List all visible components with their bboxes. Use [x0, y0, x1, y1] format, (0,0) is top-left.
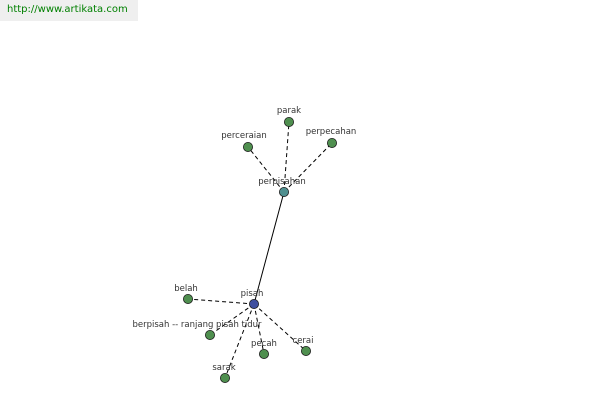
node-cerai[interactable] — [300, 345, 311, 356]
edge-pisah-cerai — [253, 303, 307, 352]
edge-perpisahan-perceraian — [247, 146, 285, 193]
url-banner[interactable]: http://www.artikata.com — [0, 0, 138, 21]
edge-pisah-belah — [187, 298, 255, 305]
edge-pisah-berpisah — [209, 303, 255, 336]
edge-perpisahan-perpecahan — [283, 142, 333, 193]
edge-pisah-perpisahan — [253, 191, 285, 305]
node-label-pisah: pisah — [241, 289, 264, 299]
node-label-berpisah: berpisah -- ranjang pisah tidur — [132, 320, 262, 330]
node-pecah[interactable] — [258, 348, 269, 359]
edge-perpisahan-parak — [283, 121, 290, 193]
edge-pisah-pecah — [253, 303, 265, 355]
node-label-perpisahan: perpisahan — [258, 177, 306, 187]
node-parak[interactable] — [283, 117, 294, 128]
node-perpecahan[interactable] — [326, 137, 337, 148]
node-sarak[interactable] — [219, 372, 230, 383]
labels-layer: parak perceraian perpecahan perpisahan belah… — [132, 106, 356, 373]
node-perpisahan[interactable] — [278, 186, 289, 197]
node-belah[interactable] — [182, 293, 193, 304]
node-perceraian[interactable] — [242, 141, 253, 152]
node-berpisah[interactable] — [204, 329, 215, 340]
node-label-cerai: cerai — [293, 336, 314, 346]
nodes-layer — [182, 117, 337, 383]
node-label-parak: parak — [277, 106, 301, 116]
edges-layer — [187, 121, 333, 379]
node-label-pecah: pecah — [251, 339, 277, 349]
edge-pisah-sarak — [224, 303, 255, 379]
node-label-perpecahan: perpecahan — [306, 127, 357, 137]
node-label-belah: belah — [174, 284, 198, 294]
node-pisah[interactable] — [248, 298, 259, 309]
node-label-sarak: sarak — [212, 363, 235, 373]
node-label-perceraian: perceraian — [221, 131, 267, 141]
